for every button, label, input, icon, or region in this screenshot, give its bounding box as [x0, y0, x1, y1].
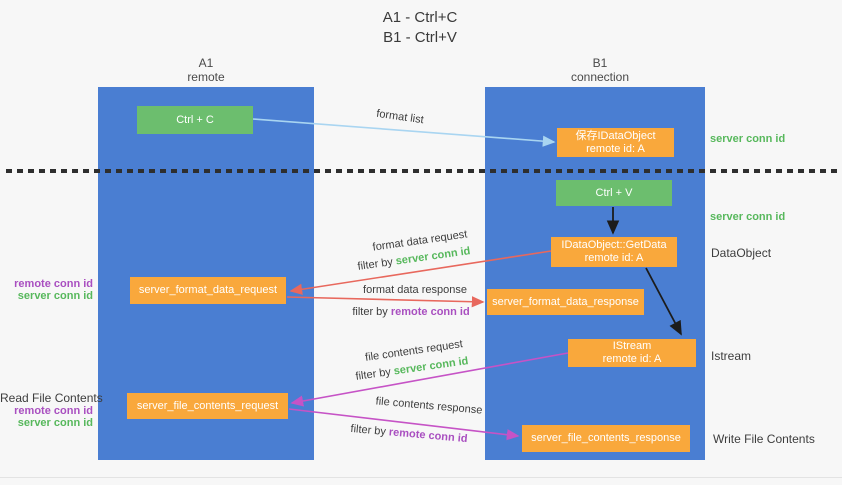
node-sfdresp-label: server_format_data_response — [492, 295, 639, 308]
lane-header-b1: B1 connection — [520, 56, 680, 84]
filter-by-text: filter by — [354, 365, 395, 383]
format-data-response-arrow — [286, 296, 485, 308]
write-file-contents-label: Write File Contents — [713, 432, 815, 446]
machine-boundary-dotted-line — [6, 169, 838, 173]
left-remote-conn-id-label-1: remote conn id — [14, 278, 93, 290]
lane-a1-title: A1 — [198, 56, 214, 70]
node-server-file-contents-request: server_file_contents_request — [127, 393, 288, 419]
node-getdata-line1: IDataObject::GetData — [561, 239, 667, 251]
node-ctrl-c-label: Ctrl + C — [176, 113, 214, 126]
lane-b1-subtitle: connection — [570, 70, 630, 84]
node-ctrl-c: Ctrl + C — [137, 106, 253, 134]
node-server-format-data-request: server_format_data_request — [130, 277, 286, 304]
node-save-idataobject: 保存IDataObject remote id: A — [557, 128, 674, 157]
lane-a1-subtitle: remote — [187, 70, 225, 84]
lane-header-a1: A1 remote — [126, 56, 286, 84]
node-ctrl-v-label: Ctrl + V — [595, 186, 633, 199]
node-getdata-line2: remote id: A — [584, 252, 644, 264]
file-contents-response-label: file contents response — [375, 395, 483, 417]
lane-b1-title: B1 — [592, 56, 608, 70]
left-server-conn-id-label-2: server conn id — [17, 417, 93, 429]
node-sfcreq-label: server_file_contents_request — [136, 399, 279, 412]
filter-by-text: filter by — [352, 306, 391, 318]
node-sfdreq-label: server_format_data_request — [138, 284, 278, 296]
left-server-conn-id-label-1: server conn id — [17, 290, 93, 302]
remote-conn-id-highlight: remote conn id — [390, 306, 470, 318]
format-data-response-filter-label: filter by remote conn id — [352, 306, 469, 318]
right-server-conn-id-label-2: server conn id — [710, 211, 786, 223]
format-data-response-label: format data response — [363, 284, 467, 296]
server-conn-id-highlight: server conn id — [392, 355, 470, 378]
node-idataobject-getdata: IDataObject::GetData remote id: A — [551, 237, 677, 267]
node-save-idataobject-line1: 保存IDataObject — [575, 129, 656, 142]
istream-side-label: Istream — [711, 349, 752, 363]
node-istream-line2: remote id: A — [602, 353, 662, 365]
window-bottom-edge — [0, 477, 842, 478]
diagram-title: A1 - Ctrl+C B1 - Ctrl+V — [330, 8, 510, 48]
read-file-contents-label: Read File Contents — [0, 391, 103, 405]
dataobject-label: DataObject — [711, 246, 772, 260]
filter-by-text: filter by — [350, 422, 390, 439]
file-contents-response-filter-label: filter by remote conn id — [350, 423, 468, 445]
node-server-format-data-response: server_format_data_response — [487, 289, 644, 315]
node-istream: IStream remote id: A — [568, 339, 696, 367]
node-istream-line1: IStream — [612, 340, 652, 352]
node-server-file-contents-response: server_file_contents_response — [522, 425, 690, 452]
right-server-conn-id-label-1: server conn id — [710, 133, 786, 145]
title-line-1: A1 - Ctrl+C — [382, 9, 458, 26]
left-file-contents-stack: Read File Contents remote conn id server… — [0, 391, 103, 429]
title-line-2: B1 - Ctrl+V — [383, 29, 457, 46]
format-list-label: format list — [375, 107, 425, 127]
node-sfcresp-label: server_file_contents_response — [531, 432, 681, 444]
node-ctrl-v: Ctrl + V — [556, 180, 672, 206]
left-remote-conn-id-label-2: remote conn id — [14, 405, 93, 417]
left-conn-id-stack-1: remote conn id server conn id — [0, 278, 93, 302]
filter-by-text: filter by — [356, 255, 397, 273]
remote-conn-id-highlight: remote conn id — [388, 426, 468, 446]
node-save-idataobject-line2: remote id: A — [586, 142, 645, 155]
